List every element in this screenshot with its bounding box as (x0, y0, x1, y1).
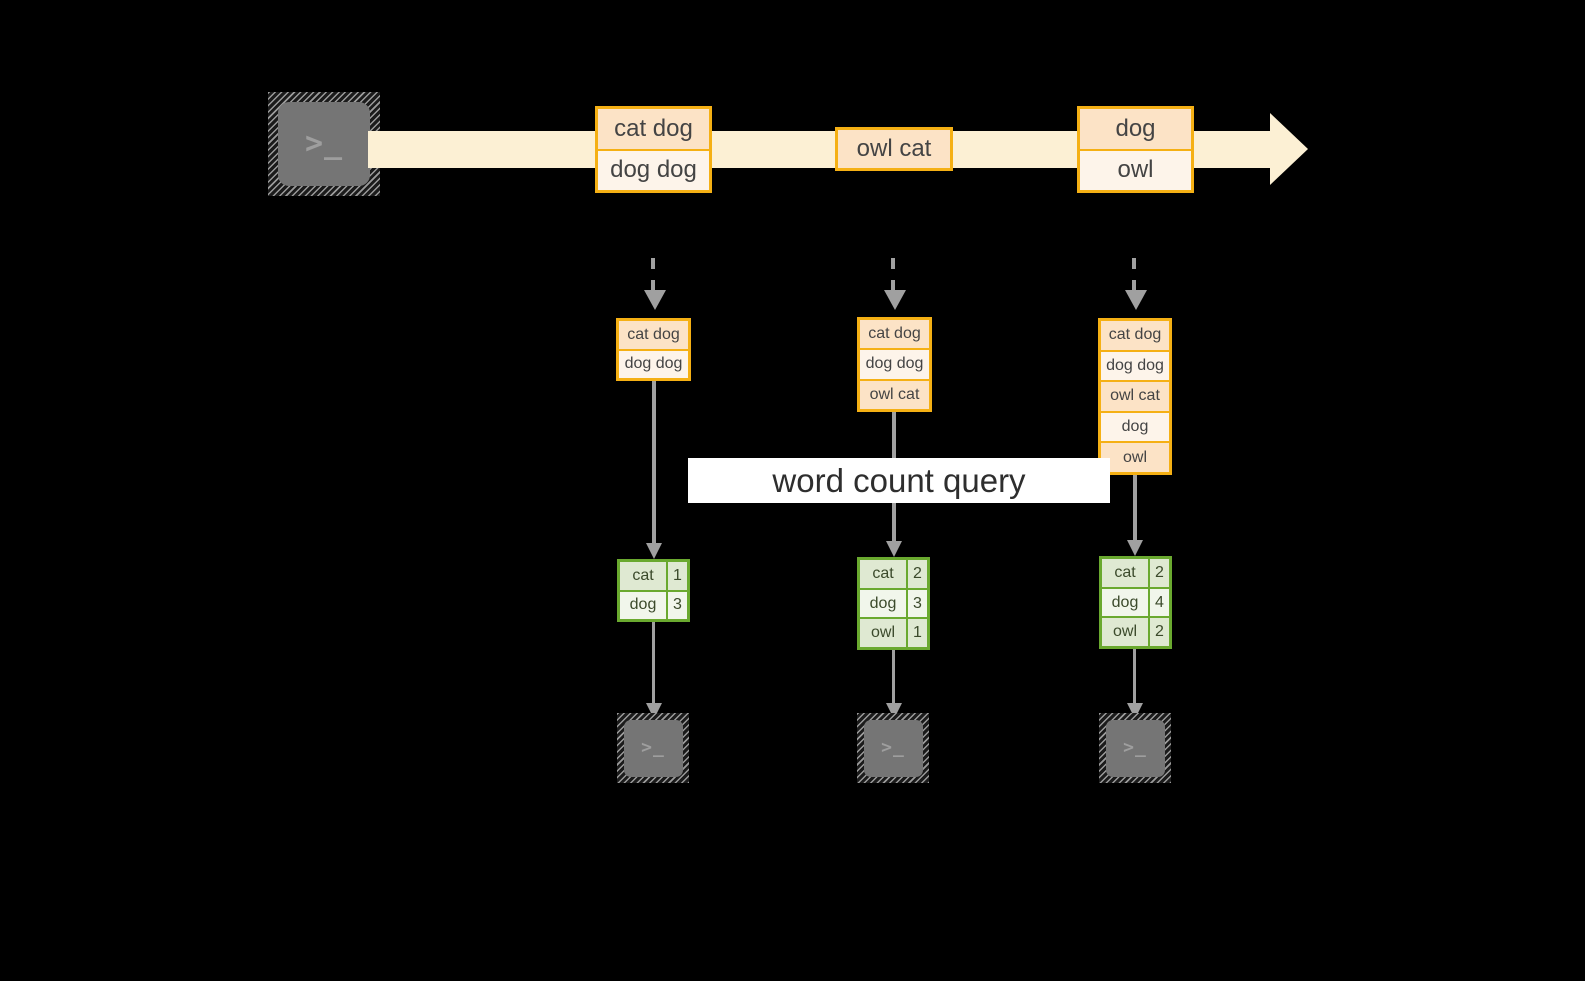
snapshot-2-tap-arrowhead (884, 290, 906, 310)
terminal-body: >_ (863, 719, 923, 777)
terminal-prompt-glyph: >_ (304, 125, 344, 161)
query-label: word count query (772, 462, 1026, 499)
table-row: dog 3 (620, 589, 687, 619)
table-cell-count: 1 (666, 562, 687, 590)
table-row: cat 2 (860, 560, 927, 588)
snapshot-2-tap-line (891, 258, 895, 292)
table-cell-word: cat (1102, 559, 1148, 587)
stream-event-line: owl cat (838, 130, 950, 168)
terminal-body: >_ (623, 719, 683, 777)
snapshot-1-tap-line (651, 258, 655, 292)
terminal-body: >_ (1105, 719, 1165, 777)
table-row: dog 4 (1102, 586, 1169, 617)
snapshot-1-query-arrowhead (646, 543, 662, 559)
accumulated-line: cat dog (860, 320, 929, 349)
table-cell-count: 3 (906, 589, 927, 618)
accumulated-line: dog (1101, 410, 1169, 442)
snapshot-1-sink-terminal-icon[interactable]: >_ (617, 713, 689, 783)
accumulated-line: cat dog (619, 321, 688, 349)
table-row: cat 1 (620, 562, 687, 590)
snapshot-3-tap-arrowhead (1125, 290, 1147, 310)
accumulated-line: cat dog (1101, 321, 1169, 350)
stream-event-line: dog (1080, 109, 1191, 149)
accumulated-line: dog dog (1101, 349, 1169, 381)
snapshot-3-accumulated-box[interactable]: cat dog dog dog owl cat dog owl (1098, 318, 1172, 475)
snapshot-2-result-table[interactable]: cat 2 dog 3 owl 1 (857, 557, 930, 650)
stream-event-line: cat dog (598, 109, 709, 149)
snapshot-2-accumulated-box[interactable]: cat dog dog dog owl cat (857, 317, 932, 412)
table-cell-count: 2 (906, 560, 927, 588)
table-cell-count: 2 (1148, 618, 1169, 647)
snapshot-3-sink-line (1133, 649, 1136, 707)
table-row: owl 1 (860, 617, 927, 648)
snapshot-3-query-line (1133, 475, 1137, 544)
table-cell-count: 3 (666, 591, 687, 619)
stream-event-2[interactable]: owl cat (835, 127, 953, 171)
table-cell-count: 1 (906, 619, 927, 648)
snapshot-2-query-arrowhead (886, 541, 902, 557)
snapshot-3-tap-line (1132, 258, 1136, 292)
snapshot-1-accumulated-box[interactable]: cat dog dog dog (616, 318, 691, 381)
snapshot-3-sink-terminal-icon[interactable]: >_ (1099, 713, 1171, 783)
stream-event-1[interactable]: cat dog dog dog (595, 106, 712, 193)
snapshot-1-result-table[interactable]: cat 1 dog 3 (617, 559, 690, 622)
table-cell-count: 4 (1148, 588, 1169, 617)
terminal-body: >_ (278, 102, 370, 186)
accumulated-line: dog dog (619, 348, 688, 378)
source-terminal-icon[interactable]: >_ (268, 92, 380, 196)
table-cell-word: dog (620, 591, 666, 619)
snapshot-1-tap-arrowhead (644, 290, 666, 310)
table-row: dog 3 (860, 587, 927, 618)
snapshot-1-query-line (652, 381, 656, 546)
table-cell-word: owl (860, 619, 906, 648)
accumulated-line: owl cat (860, 378, 929, 409)
terminal-prompt-glyph: >_ (881, 737, 905, 759)
accumulated-line: owl (1101, 441, 1169, 472)
query-label-band: word count query (688, 458, 1110, 503)
table-cell-word: dog (1102, 588, 1148, 617)
table-cell-word: dog (860, 589, 906, 618)
snapshot-2-sink-line (892, 650, 895, 707)
accumulated-line: dog dog (860, 348, 929, 379)
table-cell-word: cat (860, 560, 906, 588)
stream-event-line: dog dog (598, 148, 709, 190)
table-cell-word: owl (1102, 618, 1148, 647)
terminal-prompt-glyph: >_ (1123, 737, 1147, 759)
table-cell-word: cat (620, 562, 666, 590)
snapshot-2-sink-terminal-icon[interactable]: >_ (857, 713, 929, 783)
table-cell-count: 2 (1148, 559, 1169, 587)
stream-event-line: owl (1080, 148, 1191, 190)
stream-event-3[interactable]: dog owl (1077, 106, 1194, 193)
snapshot-1-sink-line (652, 622, 655, 707)
snapshot-3-result-table[interactable]: cat 2 dog 4 owl 2 (1099, 556, 1172, 649)
table-row: owl 2 (1102, 616, 1169, 647)
terminal-prompt-glyph: >_ (641, 737, 665, 759)
table-row: cat 2 (1102, 559, 1169, 587)
event-stream-arrowhead (1270, 113, 1308, 185)
accumulated-line: owl cat (1101, 380, 1169, 411)
snapshot-3-query-arrowhead (1127, 540, 1143, 556)
